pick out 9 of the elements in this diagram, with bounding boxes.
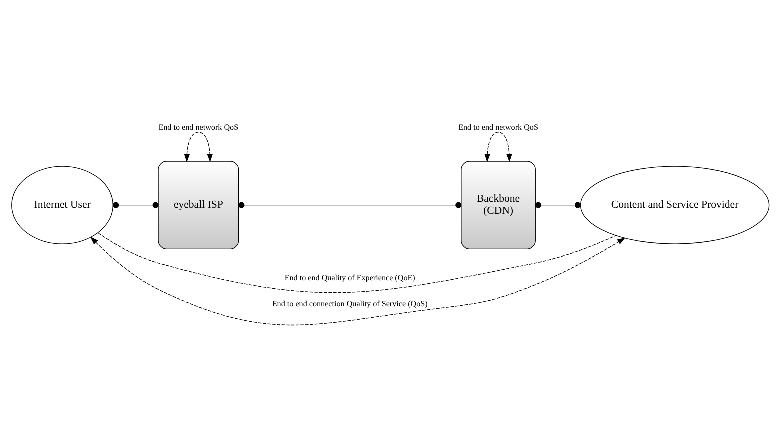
node-box: eyeball ISP [158, 160, 240, 250]
node-box: Backbone (CDN) [461, 160, 536, 250]
connector [238, 202, 462, 208]
connector [98, 232, 617, 293]
arrow [184, 132, 213, 162]
connector [535, 202, 581, 208]
arrow [90, 236, 626, 326]
connector [113, 202, 159, 208]
arrow [484, 132, 512, 162]
